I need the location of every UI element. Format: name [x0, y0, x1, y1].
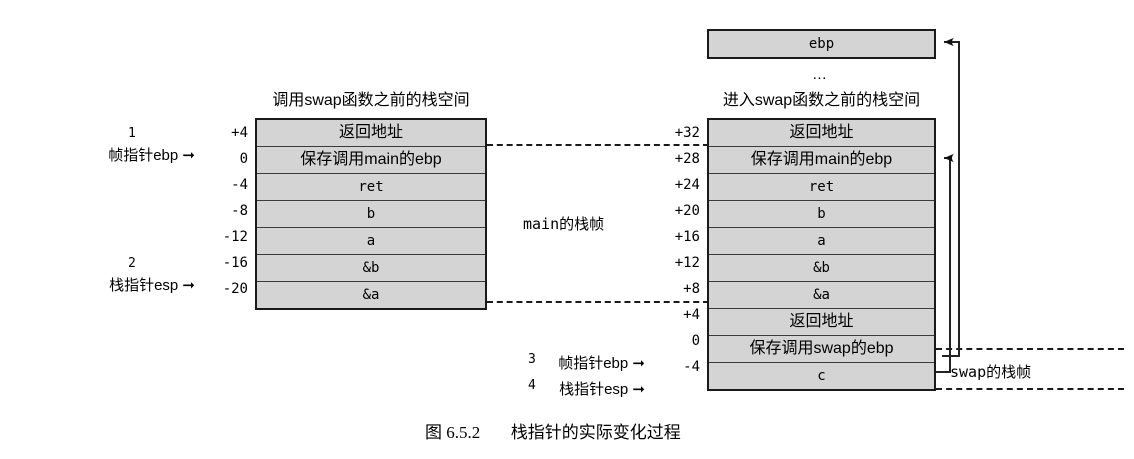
right-cell-9: c	[709, 363, 934, 389]
right-cell-4: a	[709, 228, 934, 255]
right-top-ebp-box: ebp	[707, 29, 936, 59]
left-offset-2: -4	[231, 177, 248, 193]
left-pointer-2-label: 栈指针esp	[109, 277, 179, 294]
left-offset-5: -16	[222, 255, 248, 271]
left-offset-column: +4 0 -4 -8 -12 -16 -20	[200, 120, 248, 302]
left-cell-3: b	[257, 201, 485, 228]
left-pointer-1-label: 帧指针ebp	[108, 147, 179, 164]
right-offset-3: +20	[674, 203, 700, 219]
left-cell-4: a	[257, 228, 485, 255]
ebp-chain-connector-inner	[940, 153, 954, 373]
right-ellipsis: …	[812, 66, 828, 83]
right-cell-0: 返回地址	[709, 120, 934, 147]
left-pointer-1-arrow-icon: ➞	[182, 147, 195, 164]
left-stack-table: 返回地址 保存调用main的ebp ret b a &b &a	[255, 118, 487, 310]
left-offset-6: -20	[222, 281, 248, 297]
right-offset-1: +28	[674, 151, 700, 167]
left-cell-2: ret	[257, 174, 485, 201]
right-cell-8: 保存调用swap的ebp	[709, 336, 934, 363]
right-pointer-4: 栈指针esp ➞	[480, 378, 645, 399]
left-offset-3: -8	[231, 203, 248, 219]
left-pointer-1-index: 1	[128, 126, 136, 141]
right-offset-0: +32	[674, 125, 700, 141]
right-offset-9: -4	[683, 359, 700, 375]
left-pointer-2-arrow-icon: ➞	[182, 277, 195, 294]
dashed-swap-frame-bottom	[936, 388, 1124, 390]
right-pointer-3-index: 3	[528, 352, 536, 367]
figure-caption-number: 图 6.5.2	[425, 423, 481, 442]
left-cell-6: &a	[257, 282, 485, 308]
right-offset-5: +12	[674, 255, 700, 271]
left-cell-1: 保存调用main的ebp	[257, 147, 485, 174]
right-cell-6: &a	[709, 282, 934, 309]
right-offset-8: 0	[691, 333, 700, 349]
dashed-connector-bottom	[487, 301, 709, 303]
right-cell-3: b	[709, 201, 934, 228]
right-offset-2: +24	[674, 177, 700, 193]
right-cell-2: ret	[709, 174, 934, 201]
left-offset-1: 0	[239, 151, 248, 167]
dashed-connector-top	[487, 144, 709, 146]
right-offset-column: +32 +28 +24 +20 +16 +12 +8 +4 0 -4	[652, 120, 700, 380]
left-offset-0: +4	[231, 125, 248, 141]
right-pointer-4-arrow-icon: ➞	[632, 381, 645, 398]
right-stack-table: 返回地址 保存调用main的ebp ret b a &b &a 返回地址 保存调…	[707, 118, 936, 391]
right-cell-5: &b	[709, 255, 934, 282]
left-pointer-2-index: 2	[128, 256, 136, 271]
figure-caption-text: 栈指针的实际变化过程	[510, 423, 681, 442]
ebp-chain-connector-outer	[942, 37, 960, 357]
right-cell-1: 保存调用main的ebp	[709, 147, 934, 174]
right-offset-6: +8	[683, 281, 700, 297]
left-offset-4: -12	[222, 229, 248, 245]
right-diagram-title: 进入swap函数之前的栈空间	[722, 92, 921, 109]
dashed-swap-frame-top	[936, 348, 1124, 350]
right-offset-4: +16	[674, 229, 700, 245]
left-pointer-2: 栈指针esp ➞	[30, 274, 195, 295]
right-top-ebp-label: ebp	[709, 31, 934, 57]
swap-frame-label: swap的栈帧	[950, 363, 1032, 381]
right-cell-7: 返回地址	[709, 309, 934, 336]
left-diagram-title: 调用swap函数之前的栈空间	[272, 92, 470, 109]
main-frame-label: main的栈帧	[523, 215, 605, 233]
left-pointer-1: 帧指针ebp ➞	[30, 144, 195, 165]
figure-caption: 图 6.5.2 栈指针的实际变化过程	[425, 418, 681, 443]
right-pointer-4-index: 4	[528, 378, 536, 393]
right-pointer-3-label: 帧指针ebp	[558, 355, 629, 372]
left-cell-0: 返回地址	[257, 120, 485, 147]
right-offset-7: +4	[683, 307, 700, 323]
right-pointer-3-arrow-icon: ➞	[632, 355, 645, 372]
right-pointer-4-label: 栈指针esp	[559, 381, 629, 398]
left-cell-5: &b	[257, 255, 485, 282]
right-pointer-3: 帧指针ebp ➞	[480, 352, 645, 373]
